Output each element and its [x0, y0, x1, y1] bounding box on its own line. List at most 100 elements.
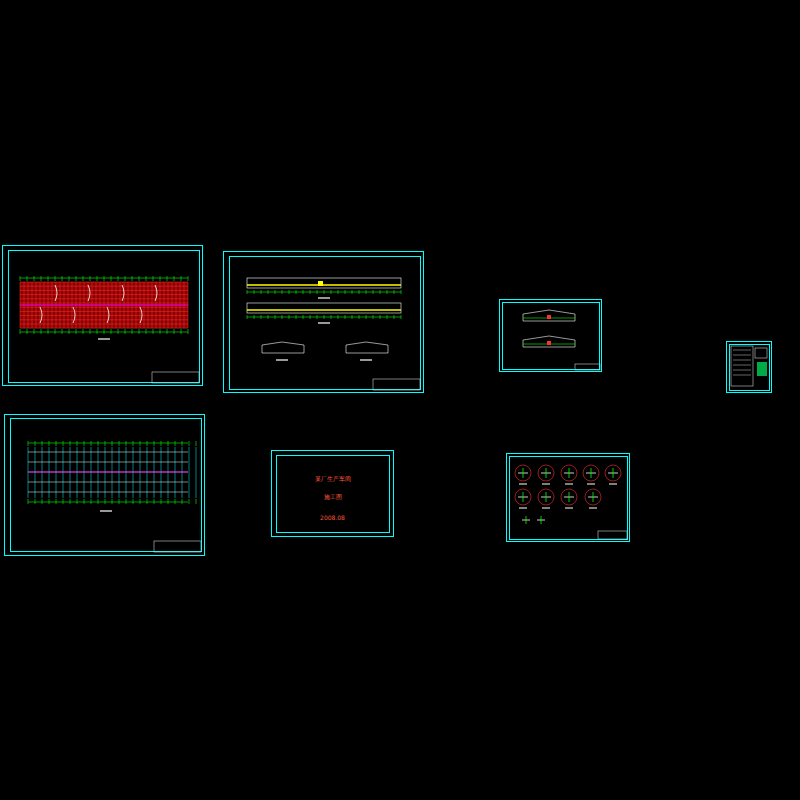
door-swing [107, 285, 124, 323]
cover-title: 施工图 [272, 493, 393, 500]
dimension-tick [27, 329, 28, 334]
dimension-tick [175, 499, 176, 504]
plan-axis [28, 472, 188, 473]
cover-sheet: 某厂生产车间施工图2008.08 [271, 450, 394, 537]
dimension-line [28, 502, 188, 503]
plan-grid [105, 447, 106, 498]
dimension-tick [154, 441, 155, 446]
dimension-tick [104, 276, 105, 281]
detail-section [569, 468, 570, 478]
legend-table [731, 346, 753, 386]
dimension-tick [70, 441, 71, 446]
dimension-tick [126, 499, 127, 504]
dimension-tick [147, 499, 148, 504]
dimension-tick [161, 499, 162, 504]
cover-title: 某厂生产车间 [272, 475, 393, 482]
dimension-tick [84, 441, 85, 446]
plan-grid [84, 447, 85, 498]
drawing-title-bar [589, 508, 597, 509]
plan-grid [20, 286, 188, 287]
dimension-tick [77, 499, 78, 504]
dimension-tick [132, 329, 133, 334]
plan-grid [20, 303, 188, 304]
elevation-outline [247, 303, 401, 313]
dimension-tick [76, 276, 77, 281]
dimension-tick [62, 329, 63, 334]
drawing-title-bar [587, 484, 595, 485]
drawing-title-bar [565, 484, 573, 485]
sheet-inner-border [9, 251, 200, 383]
dimension-tick [97, 329, 98, 334]
dimension-tick [160, 276, 161, 281]
sheet-border [5, 415, 205, 556]
dimension-tick [28, 499, 29, 504]
dimension-line [28, 443, 188, 444]
dimension-tick [104, 329, 105, 334]
dimension-tick [118, 329, 119, 334]
dimension-tick [105, 441, 106, 446]
plan-grid [182, 447, 183, 498]
table-line [733, 375, 751, 376]
dimension-tick [90, 276, 91, 281]
plan-grid [56, 447, 57, 498]
drawing-title-bar [519, 484, 527, 485]
dimension-tick [105, 499, 106, 504]
dimension-tick [35, 441, 36, 446]
sheet-border [507, 454, 630, 542]
floor-plan-fill [20, 282, 188, 328]
dimension-tick [140, 499, 141, 504]
dimension-tick [168, 441, 169, 446]
plan-grid [112, 447, 113, 498]
dimension-tick [196, 499, 197, 504]
dimension-tick [126, 441, 127, 446]
plan-grid [63, 447, 64, 498]
dimension-tick [70, 499, 71, 504]
plan-grid [126, 447, 127, 498]
detail-circle [561, 489, 577, 505]
title-block [373, 379, 420, 390]
drawing-title-bar [542, 508, 550, 509]
dimension-tick [34, 276, 35, 281]
drawing-title-bar [318, 322, 330, 323]
dimension-tick [91, 499, 92, 504]
title-block [598, 531, 627, 539]
dimension-tick [189, 441, 190, 446]
dimension-tick [118, 276, 119, 281]
table-line [733, 355, 751, 356]
dimension-tick [189, 499, 190, 504]
plan-axis [20, 305, 188, 306]
dimension-tick [147, 441, 148, 446]
plan-grid [161, 447, 162, 498]
dimension-tick [56, 499, 57, 504]
detail-section [523, 468, 524, 478]
detail-circle [515, 465, 531, 481]
detail-circle [538, 465, 554, 481]
plan-grid [70, 447, 71, 498]
detail-section [593, 492, 594, 502]
dimension-tick [133, 441, 134, 446]
dimension-tick [112, 499, 113, 504]
dimension-tick [90, 329, 91, 334]
plan-grid [154, 447, 155, 498]
dimension-tick [161, 441, 162, 446]
dimension-tick [55, 329, 56, 334]
plan-grid [49, 447, 50, 498]
detail-section [591, 468, 592, 478]
drawing-title-bar [98, 338, 110, 339]
dimension-tick [111, 276, 112, 281]
dimension-tick [69, 329, 70, 334]
detail-section [569, 492, 570, 502]
dimension-tick [98, 441, 99, 446]
dimension-tick [182, 441, 183, 446]
drawing-title-bar [519, 508, 527, 509]
dimension-tick [97, 276, 98, 281]
plan-grid [168, 447, 169, 498]
dimension-tick [83, 329, 84, 334]
table-line [733, 370, 751, 371]
dimension-tick [55, 276, 56, 281]
dimension-tick [62, 276, 63, 281]
dimension-tick [91, 441, 92, 446]
dimension-tick [196, 441, 197, 446]
door-swing [40, 285, 57, 323]
